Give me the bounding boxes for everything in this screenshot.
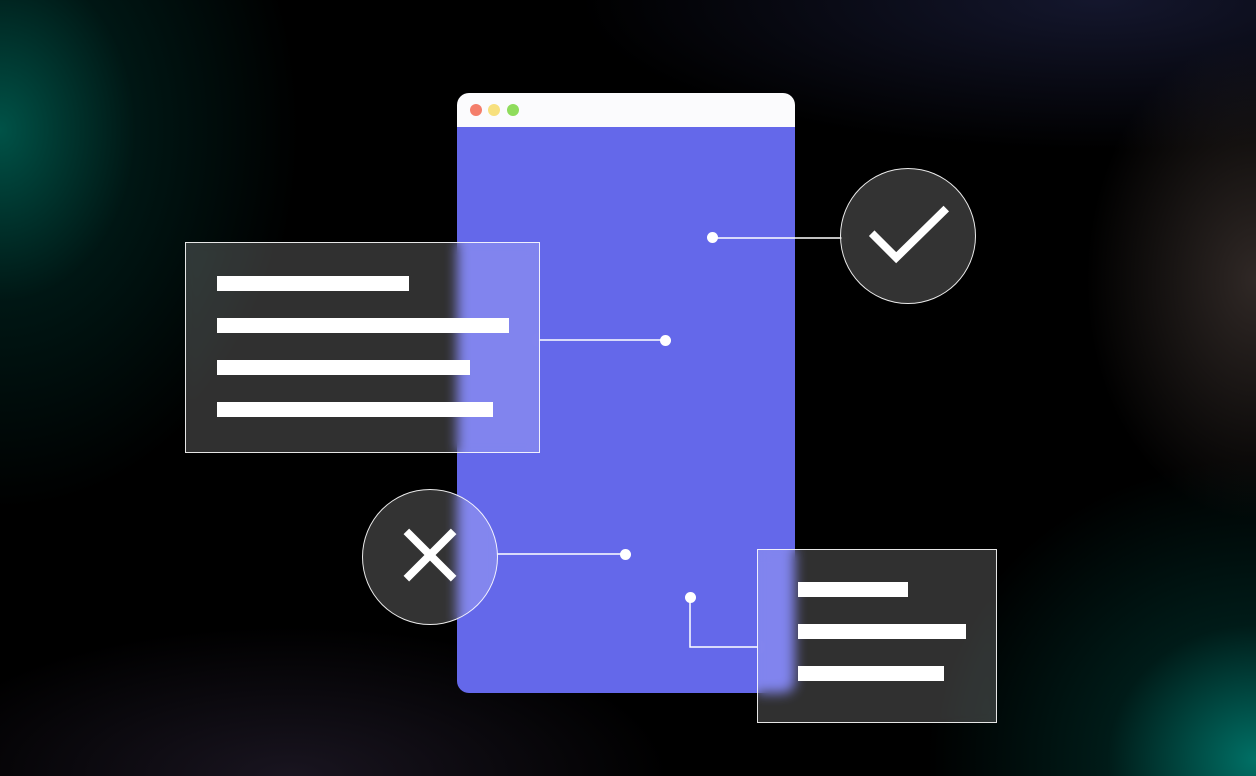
text-line-placeholder — [217, 402, 493, 417]
text-line-placeholder — [217, 360, 470, 375]
connector-node-left-card — [660, 335, 671, 346]
text-line-placeholder — [217, 276, 409, 291]
window-close-dot — [470, 104, 482, 116]
text-card-left — [185, 242, 540, 453]
check-badge — [840, 168, 976, 304]
window-minimize-dot — [488, 104, 500, 116]
text-line-placeholder — [798, 582, 908, 597]
window-maximize-dot — [507, 104, 519, 116]
text-line-placeholder — [217, 318, 509, 333]
browser-titlebar — [457, 93, 795, 127]
connector-node-right-card — [685, 592, 696, 603]
close-icon — [403, 528, 457, 582]
connector-node-check — [707, 232, 718, 243]
text-card-right — [757, 549, 997, 723]
text-line-placeholder — [798, 624, 966, 639]
check-icon — [868, 205, 950, 264]
connector-node-x — [620, 549, 631, 560]
reject-badge — [362, 489, 498, 625]
text-line-placeholder — [798, 666, 944, 681]
